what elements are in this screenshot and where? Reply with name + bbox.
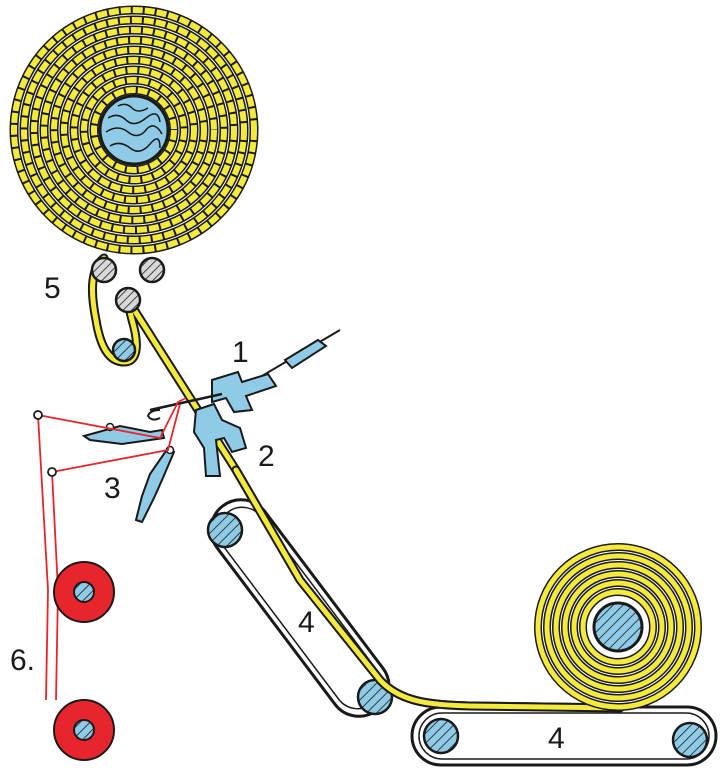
fabric-layer [535,544,701,710]
needle-mechanism [146,329,341,421]
sinker-mechanism [192,402,248,477]
label-supply-roll: 5 [44,272,61,305]
fabric-layer [81,77,187,183]
yarn-guide-eyelet-lower [47,467,57,477]
take-down-belt-bottom [410,705,718,767]
needle-body [211,370,278,414]
guide-roller-right [138,256,166,284]
take-up-fabric-roll [534,543,702,711]
fabric-layer [71,67,197,193]
fabric-layer [41,37,227,223]
supply-roll-layers [9,5,259,255]
fabric-layer [21,17,247,243]
guide-roller-left [90,256,118,284]
take-up-roll-layers [534,543,702,711]
supply-roll-core [98,94,170,166]
fabric-layer [553,562,683,692]
take-up-roll-core [592,601,644,653]
label-left-belt: 4 [298,606,315,639]
fabric-layer [51,47,217,213]
fabric-layer [580,589,656,665]
needle-butt [283,338,328,370]
label-sinker: 2 [258,440,275,473]
fabric-layer [562,571,674,683]
needle-hook [146,409,161,421]
yarn-guide-upper [81,424,166,446]
fabric-layer [91,87,177,173]
label-needle: 1 [232,336,249,369]
yarn-guide-lower [134,446,176,524]
fabric-layer [61,57,207,203]
label-bottom-belt: 4 [548,722,565,755]
label-yarn-guides: 3 [104,472,121,505]
tension-roller [111,337,137,363]
yarn-bobbin-lower [53,699,115,761]
fabric-layer [31,27,237,233]
yarn-bobbin-upper [53,561,115,623]
fabric-layer [571,580,665,674]
guide-roller-lower [114,286,142,314]
supply-roll-core-wood-grain [105,103,163,152]
label-yarn-bobbins: 6. [10,644,35,677]
supply-fabric-roll [9,5,259,255]
sinker-body [192,402,248,477]
fabric-layer [544,553,692,701]
yarn-guide-eyelet-upper [33,410,43,420]
fabric-layer [11,7,257,253]
yarn-guide-mechanism [81,422,176,524]
